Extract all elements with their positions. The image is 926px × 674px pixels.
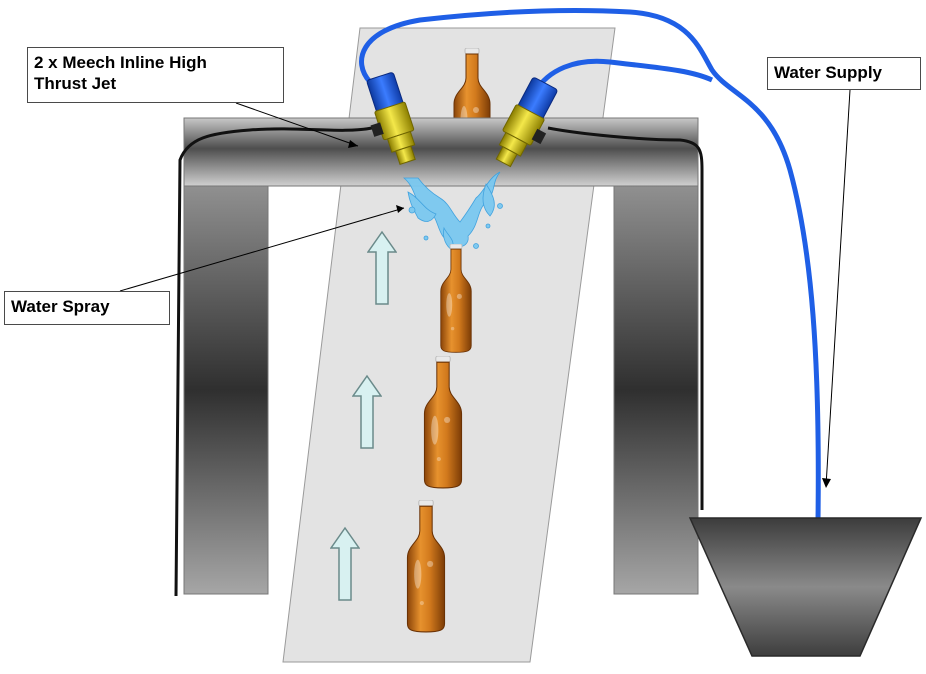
leader-supply-head	[822, 478, 831, 488]
leader-spray-head	[396, 205, 404, 213]
callout-spray: Water Spray	[4, 291, 170, 325]
leader-spray	[119, 207, 405, 292]
tank-icon	[688, 517, 923, 657]
frame-leg-left	[183, 185, 269, 595]
callout-jets: 2 x Meech Inline High Thrust Jet	[27, 47, 284, 103]
jet-nozzle-icon	[495, 77, 558, 168]
callout-jets-line1: 2 x Meech Inline High	[34, 53, 207, 72]
cable-right	[547, 126, 704, 510]
leader-jets	[235, 102, 359, 147]
water-hose	[359, 7, 821, 521]
leader-jets-head	[348, 140, 358, 148]
jet-nozzle-icon	[366, 72, 416, 165]
callout-supply-label: Water Supply	[774, 63, 882, 82]
water-hose-2	[532, 58, 714, 94]
callout-jets-line2: Thrust Jet	[34, 74, 117, 93]
callout-spray-label: Water Spray	[11, 297, 110, 316]
cable-left	[174, 126, 373, 597]
leader-supply	[825, 89, 851, 487]
frame-leg-right	[613, 185, 699, 595]
callout-supply: Water Supply	[767, 57, 921, 90]
